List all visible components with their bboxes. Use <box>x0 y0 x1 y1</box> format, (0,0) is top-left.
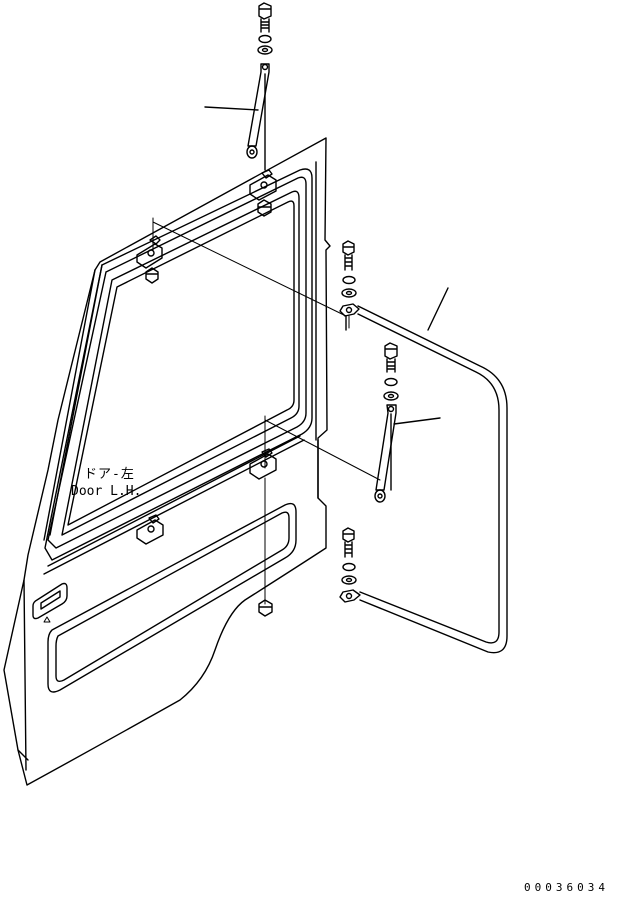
leader-lower-stay <box>394 418 440 424</box>
flat-washer-top <box>258 46 272 54</box>
flat-washer-right-top <box>342 289 356 297</box>
nut-upper-left <box>146 268 158 283</box>
window-left-pillar <box>44 265 102 540</box>
door-handle-inner <box>41 591 60 609</box>
guide-diagonal-upper <box>153 218 346 316</box>
drawing-number: 00036034 <box>524 881 609 894</box>
lock-mark <box>44 617 50 622</box>
spring-washer-right-bottom <box>343 564 355 571</box>
window-frame <box>44 169 312 560</box>
guard-bar-assembly <box>340 241 507 653</box>
spring-washer-mid <box>385 379 397 386</box>
door-inner-edge <box>18 580 28 770</box>
nut-upper-right <box>258 200 271 216</box>
guide-diagonal-lower <box>265 416 380 480</box>
guard-u-bar <box>358 306 507 653</box>
lower-stay-assembly <box>375 343 440 502</box>
bolt-right-top-head <box>343 241 354 255</box>
door-label-japanese: ドア-左 <box>84 467 135 482</box>
window-frame-inner <box>48 177 306 548</box>
door-pocket-outer <box>48 504 296 692</box>
stay-rod-lower <box>376 405 396 490</box>
flat-washer-mid <box>384 392 398 400</box>
bolt-mid-head <box>385 343 397 359</box>
leader-guard-bar <box>428 288 448 330</box>
door-brackets <box>137 170 276 616</box>
door-pocket-inner <box>56 512 289 681</box>
bracket-upper-right <box>250 170 276 216</box>
leader-upper-stay <box>205 107 258 110</box>
bolt-top-head <box>259 3 271 19</box>
bracket-lower <box>137 515 163 544</box>
bolt-right-bottom-head <box>343 528 354 542</box>
bolt-top-shank <box>261 19 269 32</box>
bracket-middle <box>250 449 276 479</box>
door-handle-recess <box>33 584 67 619</box>
flat-washer-right-bottom <box>342 576 356 584</box>
spring-washer-top <box>259 36 271 43</box>
bracket-upper-left <box>137 236 162 283</box>
window-glass-inner <box>68 201 294 525</box>
window-frame-outer <box>45 169 312 560</box>
door-label-english: Door L.H. <box>71 484 142 499</box>
door-panel <box>4 138 330 785</box>
spring-washer-right-top <box>343 277 355 284</box>
assembly-guide-lines <box>153 218 380 604</box>
stay-rod-upper <box>248 64 269 146</box>
upper-stay-assembly <box>205 3 272 170</box>
door-outer-outline <box>4 138 330 785</box>
window-glass-edge <box>62 191 299 535</box>
